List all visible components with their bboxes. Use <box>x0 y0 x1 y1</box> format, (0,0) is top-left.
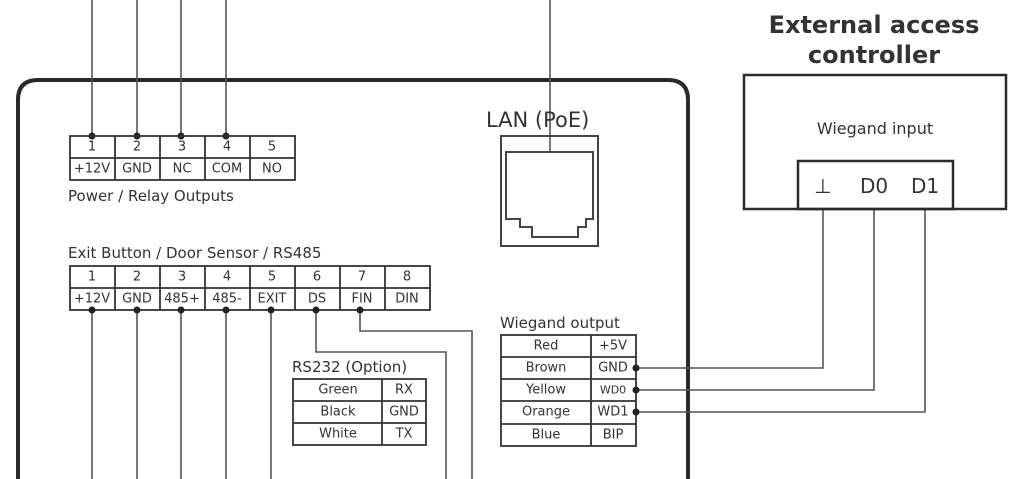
exit-door-rs485-terminal-block: 1 2 3 4 5 6 7 8 +12V GND 485+ 485- EXIT … <box>69 265 431 311</box>
wiegand-signal: WD0 <box>600 384 626 397</box>
pin-name: 485+ <box>164 292 200 307</box>
pin-number: 3 <box>178 270 186 285</box>
pin-number: 1 <box>88 270 96 285</box>
wiegand-connection-wires <box>632 208 926 416</box>
terminal-d0: D0 <box>860 174 888 198</box>
pin-name: 485- <box>212 292 242 307</box>
power-relay-title: Power / Relay Outputs <box>68 187 234 205</box>
wiegand-wire-color: Orange <box>522 405 570 420</box>
pin-name: NO <box>262 162 282 177</box>
pin-number: 8 <box>403 270 411 285</box>
rs232-signal: GND <box>389 405 419 420</box>
pin-name: GND <box>122 162 152 177</box>
wire-d0 <box>636 208 875 391</box>
rs232-wire-color: White <box>319 427 357 442</box>
wiegand-signal: WD1 <box>597 405 628 420</box>
pin-number: 7 <box>358 270 366 285</box>
wiegand-signal: BIP <box>603 428 624 443</box>
rs232-title: RS232 (Option) <box>292 358 407 376</box>
pin-name: NC <box>173 162 192 177</box>
exit-block-wires <box>88 306 473 479</box>
wiegand-wire-color: Yellow <box>525 383 566 398</box>
external-controller-title-1: External access <box>769 11 980 39</box>
pin-number: 5 <box>268 270 276 285</box>
wire-gnd <box>636 208 824 369</box>
pin-number: 4 <box>223 140 231 155</box>
wiegand-input-label: Wiegand input <box>817 119 933 138</box>
wire-d1 <box>636 208 926 413</box>
pin-name: EXIT <box>258 292 287 307</box>
pin-name: COM <box>212 162 243 177</box>
pin-name: +12V <box>74 292 110 307</box>
external-controller-box: Wiegand input ⊥ D0 D1 <box>742 73 1008 211</box>
pin-number: 2 <box>133 140 141 155</box>
wiegand-signal: +5V <box>599 339 627 354</box>
pin-name: FIN <box>351 292 372 307</box>
rs232-signal: RX <box>395 383 413 398</box>
device-enclosure <box>16 78 690 479</box>
pin-name: GND <box>122 292 152 307</box>
pin-number: 4 <box>223 270 231 285</box>
terminal-d1: D1 <box>911 174 939 198</box>
rs232-signal: TX <box>395 427 413 442</box>
pin-number: 6 <box>313 270 321 285</box>
pin-name: +12V <box>74 162 110 177</box>
pin-number: 1 <box>88 140 96 155</box>
terminal-ground: ⊥ <box>814 174 831 198</box>
wiegand-wire-color: Brown <box>526 361 567 376</box>
wiegand-signal: GND <box>598 361 628 376</box>
rs232-wire-color: Green <box>318 383 357 398</box>
rs232-table: Green Black White RX GND TX <box>292 378 427 446</box>
pin-number: 5 <box>268 140 276 155</box>
lan-label: LAN (PoE) <box>486 108 589 132</box>
pin-name: DIN <box>395 292 419 307</box>
pin-number: 3 <box>178 140 186 155</box>
external-controller-title-2: controller <box>808 41 940 69</box>
wiegand-wire-color: Red <box>534 339 559 354</box>
pin-name: DS <box>308 292 326 307</box>
rs232-wire-color: Black <box>320 405 356 420</box>
power-relay-wires <box>88 0 230 140</box>
rj45-port-icon <box>500 135 599 247</box>
wiegand-wire-color: Blue <box>532 428 561 443</box>
pin-number: 2 <box>133 270 141 285</box>
wiegand-output-table: Red Brown Yellow Orange Blue +5V GND WD0… <box>500 334 637 447</box>
power-relay-terminal-block: 1 2 3 4 5 +12V GND NC COM NO <box>69 135 296 181</box>
wiegand-output-title: Wiegand output <box>500 314 620 332</box>
exit-door-rs485-title: Exit Button / Door Sensor / RS485 <box>68 244 321 262</box>
